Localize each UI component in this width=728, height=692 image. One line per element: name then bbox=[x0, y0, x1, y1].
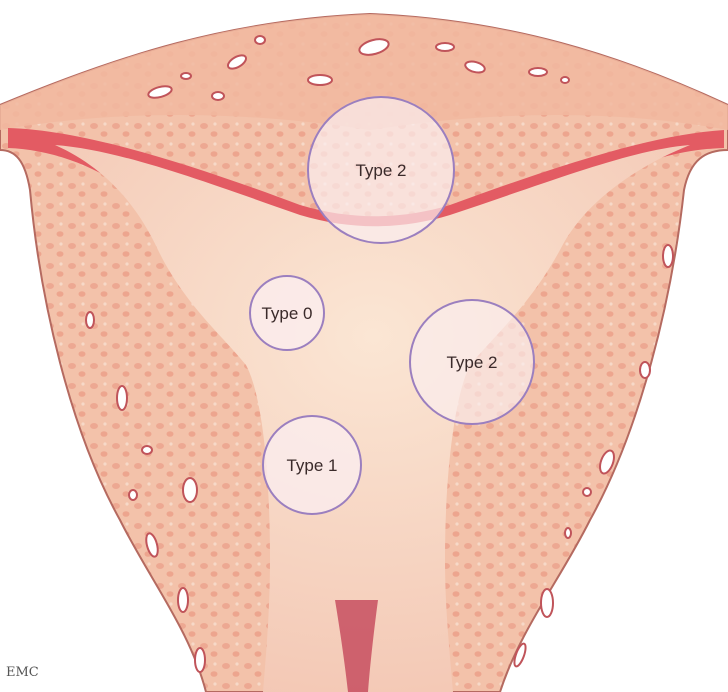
fibroid-type1: Type 1 bbox=[263, 416, 361, 514]
label-top-type2: Type 2 bbox=[355, 161, 406, 180]
fibroid-right-type2: Type 2 bbox=[410, 300, 534, 424]
emc-logo: EMC bbox=[6, 665, 39, 680]
fibroid-top-type2: Type 2 bbox=[308, 97, 454, 243]
label-right-type2: Type 2 bbox=[446, 353, 497, 372]
label-type1: Type 1 bbox=[286, 456, 337, 475]
fibroid-type0: Type 0 bbox=[250, 276, 324, 350]
label-type0: Type 0 bbox=[261, 304, 312, 323]
